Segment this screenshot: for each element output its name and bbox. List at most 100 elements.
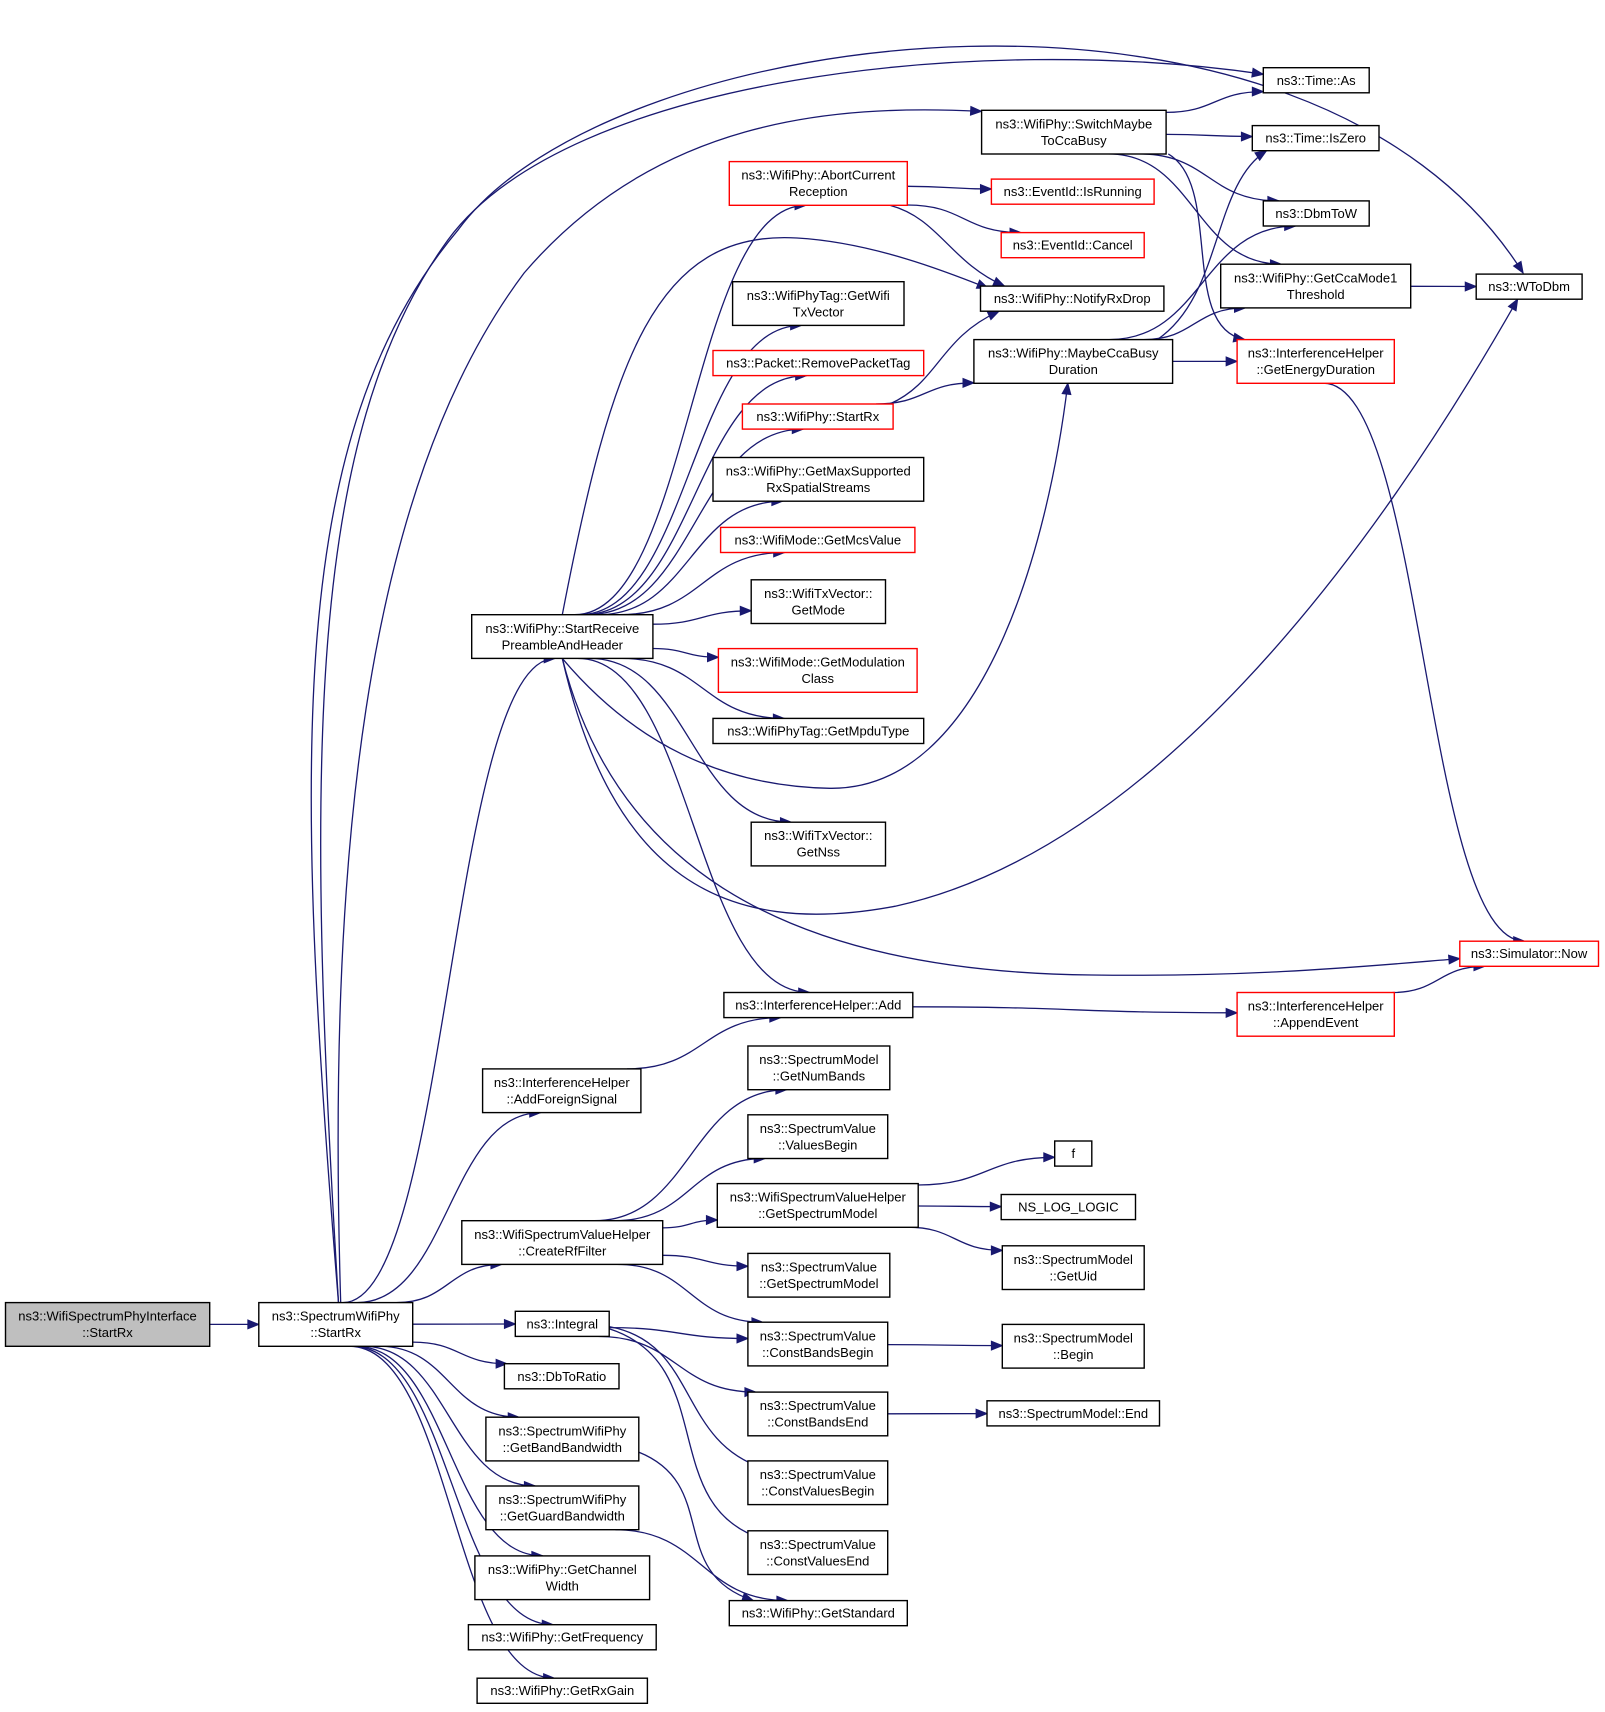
node-wm_gmv[interactable]: ns3::WifiMode::GetMcsValue xyxy=(719,526,916,554)
edge-arrowhead xyxy=(503,1318,517,1330)
node-sv_gsm[interactable]: ns3::SpectrumValue::GetSpectrumModel xyxy=(747,1252,891,1298)
node-box xyxy=(747,1114,889,1160)
node-root[interactable]: ns3::WifiSpectrumPhyInterface::StartRx xyxy=(4,1301,211,1347)
node-box xyxy=(747,1460,889,1506)
node-dbmtow[interactable]: ns3::DbmToW xyxy=(1262,200,1370,227)
node-sv_cvb[interactable]: ns3::SpectrumValue::ConstValuesBegin xyxy=(747,1460,889,1506)
node-label-line: ::GetBandBandwidth xyxy=(503,1440,622,1455)
node-label-line: ns3::Integral xyxy=(527,1316,599,1331)
node-ih_ae[interactable]: ns3::InterferenceHelper::AppendEvent xyxy=(1236,991,1395,1037)
node-wsvh_crf[interactable]: ns3::WifiSpectrumValueHelper::CreateRfFi… xyxy=(461,1219,664,1266)
node-label-line: ns3::WifiTxVector:: xyxy=(764,828,872,843)
node-label-line: ns3::SpectrumValue xyxy=(760,1467,876,1482)
node-box xyxy=(990,178,1155,205)
node-box xyxy=(716,1182,919,1228)
node-ih_afs[interactable]: ns3::InterferenceHelper::AddForeignSigna… xyxy=(481,1068,642,1114)
node-label-line: ns3::InterferenceHelper xyxy=(494,1075,631,1090)
node-pkt_rpt[interactable]: ns3::Packet::RemovePacketTag xyxy=(712,349,925,377)
node-box xyxy=(1219,263,1412,309)
node-sm_b[interactable]: ns3::SpectrumModel::Begin xyxy=(1001,1323,1145,1369)
node-label-line: ns3::WifiTxVector:: xyxy=(764,586,872,601)
node-label-line: ::GetEnergyDuration xyxy=(1256,362,1375,377)
edge-line xyxy=(320,58,1264,1303)
node-wp_startrx[interactable]: ns3::WifiPhy::StartRx xyxy=(741,403,894,430)
edge-line xyxy=(337,109,982,1303)
node-label-line: PreambleAndHeader xyxy=(502,637,624,652)
edge-wp_mcbd-to-ih_ged xyxy=(1172,356,1239,367)
edge-line xyxy=(912,1006,1238,1014)
edge-line xyxy=(1143,307,1246,341)
node-sv_cbb[interactable]: ns3::SpectrumValue::ConstBandsBegin xyxy=(747,1321,889,1367)
node-wtv_gm[interactable]: ns3::WifiTxVector::GetMode xyxy=(750,579,887,625)
node-label-line: ns3::WifiPhy::StartReceive xyxy=(485,621,639,636)
edge-line xyxy=(621,657,785,720)
node-f[interactable]: f xyxy=(1053,1140,1093,1167)
node-label-line: ToCcaBusy xyxy=(1041,133,1107,148)
node-box xyxy=(986,1400,1161,1427)
node-swp_ggb[interactable]: ns3::SpectrumWifiPhy::GetGuardBandwidth xyxy=(485,1485,640,1531)
edge-ih_ged-to-sim_now xyxy=(1323,382,1526,947)
node-wsvh_gsm[interactable]: ns3::WifiSpectrumValueHelper::GetSpectru… xyxy=(716,1182,919,1228)
node-sv_cve[interactable]: ns3::SpectrumValue::ConstValuesEnd xyxy=(747,1530,889,1576)
node-wpt_gmt[interactable]: ns3::WifiPhyTag::GetMpduType xyxy=(712,717,925,745)
node-sv_cbe[interactable]: ns3::SpectrumValue::ConstBandsEnd xyxy=(747,1391,889,1437)
edge-line xyxy=(609,1326,748,1340)
edge-line xyxy=(638,1451,754,1602)
node-box xyxy=(712,349,925,377)
node-box xyxy=(1459,940,1600,968)
edge-line xyxy=(597,1335,756,1393)
edge-wsvh_crf-to-sv_cbb xyxy=(617,1263,765,1328)
edge-swp_startrx-to-wtodbm xyxy=(310,45,1524,1303)
edge-arrowhead xyxy=(739,605,753,616)
edge-swp_startrx-to-dbtoratio xyxy=(412,1341,509,1369)
node-wp_srpah[interactable]: ns3::WifiPhy::StartReceivePreambleAndHea… xyxy=(471,614,654,660)
node-time_iz[interactable]: ns3::Time::IsZero xyxy=(1251,124,1380,152)
node-integral[interactable]: ns3::Integral xyxy=(514,1310,610,1338)
node-sm_gu[interactable]: ns3::SpectrumModel::GetUid xyxy=(1001,1245,1145,1291)
node-label-line: ::ConstBandsEnd xyxy=(767,1415,868,1430)
node-label-line: ns3::InterferenceHelper xyxy=(1248,346,1385,361)
node-sv_vb[interactable]: ns3::SpectrumValue::ValuesBegin xyxy=(747,1114,889,1160)
node-label-line: ns3::Packet::RemovePacketTag xyxy=(726,356,910,371)
node-time_as[interactable]: ns3::Time::As xyxy=(1262,66,1370,94)
edge-wp_smtcb-to-dbmtow xyxy=(1138,153,1281,207)
node-eid_ir[interactable]: ns3::EventId::IsRunning xyxy=(990,178,1155,205)
edge-swp_startrx-to-ih_afs xyxy=(356,1107,542,1304)
node-dbtoratio[interactable]: ns3::DbToRatio xyxy=(503,1362,620,1390)
edge-line xyxy=(1392,965,1485,994)
node-ih_add[interactable]: ns3::InterferenceHelper::Add xyxy=(723,991,914,1019)
node-eid_c[interactable]: ns3::EventId::Cancel xyxy=(1000,231,1145,259)
node-swp_gbb[interactable]: ns3::SpectrumWifiPhy::GetBandBandwidth xyxy=(485,1416,640,1462)
edge-wp_srpah-to-sim_now xyxy=(561,658,1462,976)
node-sm_gnb[interactable]: ns3::SpectrumModel::GetNumBands xyxy=(747,1045,891,1091)
node-wp_nrd[interactable]: ns3::WifiPhy::NotifyRxDrop xyxy=(979,285,1165,312)
node-label-line: ::StartRx xyxy=(82,1325,133,1340)
node-wp_gmsrss[interactable]: ns3::WifiPhy::GetMaxSupportedRxSpatialSt… xyxy=(712,456,925,502)
node-label-line: ::CreateRfFilter xyxy=(518,1243,607,1258)
node-wp_gs[interactable]: ns3::WifiPhy::GetStandard xyxy=(728,1599,908,1627)
node-sm_e[interactable]: ns3::SpectrumModel::End xyxy=(986,1400,1161,1427)
node-label-line: ns3::WifiMode::GetModulation xyxy=(731,655,905,670)
node-wp_gf[interactable]: ns3::WifiPhy::GetFrequency xyxy=(467,1623,657,1651)
edge-wp_smtcb-to-ih_ged xyxy=(1167,153,1247,343)
node-wtv_gn[interactable]: ns3::WifiTxVector::GetNss xyxy=(750,821,887,867)
edge-line xyxy=(597,500,783,616)
edge-arrowhead xyxy=(1512,260,1524,275)
node-ih_ged[interactable]: ns3::InterferenceHelper::GetEnergyDurati… xyxy=(1236,338,1395,385)
node-label-line: ns3::WifiPhy::GetCcaMode1 xyxy=(1234,270,1397,285)
node-nll[interactable]: NS_LOG_LOGIC xyxy=(1000,1193,1137,1221)
node-swp_startrx[interactable]: ns3::SpectrumWifiPhy::StartRx xyxy=(258,1301,414,1347)
node-sim_now[interactable]: ns3::Simulator::Now xyxy=(1459,940,1600,968)
node-wp_grg[interactable]: ns3::WifiPhy::GetRxGain xyxy=(476,1677,649,1704)
node-box xyxy=(979,285,1165,312)
edge-arrowhead xyxy=(989,1201,1003,1212)
node-wtodbm[interactable]: ns3::WToDbm xyxy=(1475,273,1583,300)
node-box xyxy=(1000,231,1145,259)
